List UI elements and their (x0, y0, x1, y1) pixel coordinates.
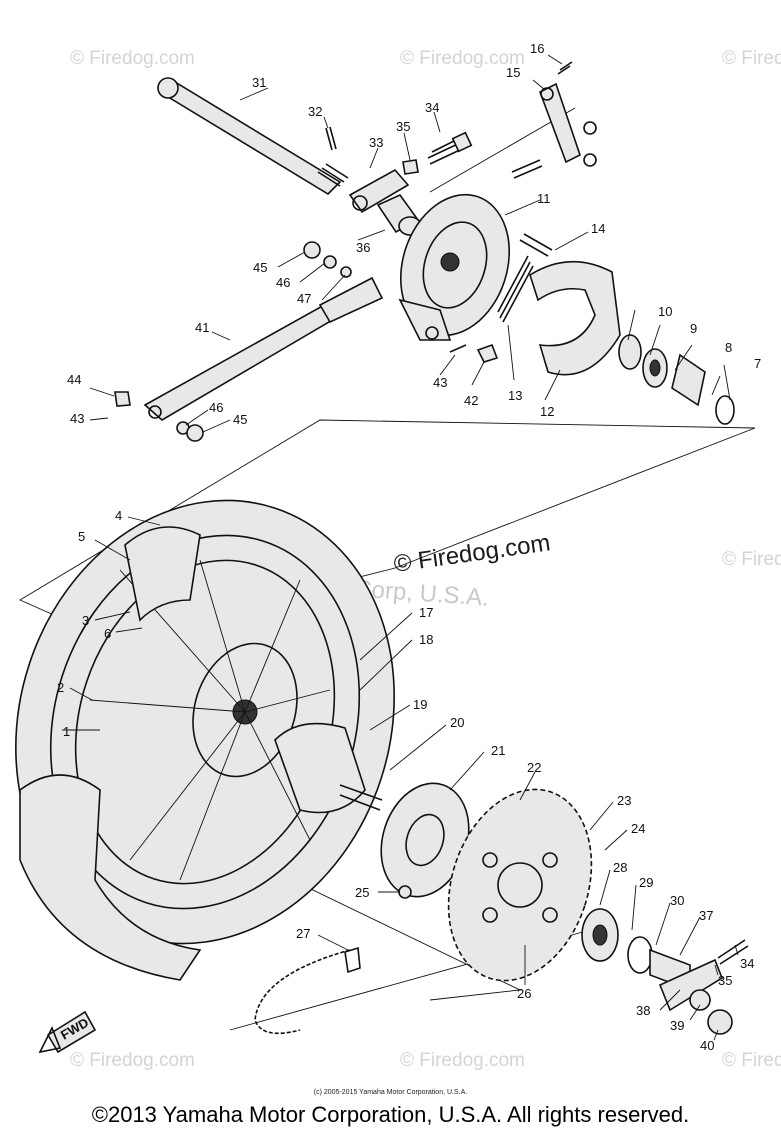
callout-45-bottom: 45 (233, 412, 247, 427)
tension-bar (114, 241, 499, 442)
callout-1: 1 (63, 724, 70, 739)
callout-35-bottom: 35 (718, 973, 732, 988)
copyright-notice: ©2013 Yamaha Motor Corporation, U.S.A. A… (91, 1102, 690, 1127)
callout-13: 13 (508, 388, 522, 403)
callout-22: 22 (527, 760, 541, 775)
callout-46-bottom: 46 (209, 400, 223, 415)
callout-46-top: 46 (276, 275, 290, 290)
callout-38: 38 (636, 1003, 650, 1018)
callout-43-bottom: 43 (70, 411, 84, 426)
callout-27: 27 (296, 926, 310, 941)
wheel-bearings (618, 334, 735, 425)
watermark-text: © Firedog.com (400, 1050, 525, 1071)
callout-leaders (62, 54, 739, 1041)
sprocket-hub (380, 782, 470, 899)
callout-4: 4 (115, 508, 122, 523)
callout-23: 23 (617, 793, 631, 808)
callout-16: 16 (530, 41, 544, 56)
callout-37: 37 (699, 908, 713, 923)
rear-axle (157, 77, 349, 196)
callout-41: 41 (195, 320, 209, 335)
callout-30: 30 (670, 893, 684, 908)
callout-47: 47 (297, 291, 311, 306)
callout-31: 31 (252, 75, 266, 90)
callout-43-top: 43 (433, 375, 447, 390)
callout-20: 20 (450, 715, 464, 730)
callout-35-top: 35 (396, 119, 410, 134)
callout-12: 12 (540, 404, 554, 419)
rear-axle-parts (581, 908, 749, 1035)
brake-cam-and-shoes (497, 233, 621, 376)
watermark-text: © Firedog.com (70, 48, 195, 69)
small-credit: (c) 2005-2015 Yamaha Motor Corporation, … (313, 1089, 468, 1096)
watermark-text: © Firedog.com (722, 549, 781, 570)
callout-29: 29 (639, 875, 653, 890)
callout-9: 9 (690, 321, 697, 336)
callout-44: 44 (67, 372, 81, 387)
watermark-text: © Firedog.com (70, 1050, 195, 1071)
callout-15: 15 (506, 65, 520, 80)
center-watermark-text: © Firedog.com (392, 529, 552, 578)
callout-36: 36 (356, 240, 370, 255)
watermark-text: © Firedog.com (400, 48, 525, 69)
callout-3: 3 (82, 613, 89, 628)
callout-17: 17 (419, 605, 433, 620)
callout-42: 42 (464, 393, 478, 408)
callout-5: 5 (78, 529, 85, 544)
callout-28: 28 (613, 860, 627, 875)
rear-sprocket (447, 788, 593, 982)
callout-26: 26 (517, 986, 531, 1001)
callout-32: 32 (308, 104, 322, 119)
callout-45-top: 45 (253, 260, 267, 275)
callout-34-top: 34 (425, 100, 439, 115)
callout-14: 14 (591, 221, 605, 236)
axle-hardware (325, 126, 473, 214)
callout-19: 19 (413, 697, 427, 712)
callout-34-bottom: 34 (740, 956, 754, 971)
watermark-text: © Firedog.com (722, 1050, 781, 1071)
callout-24: 24 (631, 821, 645, 836)
callout-2: 2 (57, 680, 64, 695)
callout-39: 39 (670, 1018, 684, 1033)
callout-11: 11 (537, 191, 551, 206)
callout-labels: 1 2 3 4 5 6 7 8 9 10 11 12 13 14 15 16 1… (57, 41, 761, 1053)
brake-cam-lever (511, 61, 597, 179)
drive-chain (254, 946, 361, 1035)
hub-damper (274, 722, 383, 814)
callout-18: 18 (419, 632, 433, 647)
callout-21: 21 (491, 743, 505, 758)
callout-33: 33 (369, 135, 383, 150)
watermark-text: © Firedog.com (722, 48, 781, 69)
callout-40: 40 (700, 1038, 714, 1053)
callout-6: 6 (104, 626, 111, 641)
brake-shoe-plate (398, 193, 511, 341)
callout-8: 8 (725, 340, 732, 355)
callout-10: 10 (658, 304, 672, 319)
callout-7: 7 (754, 356, 761, 371)
fwd-direction-arrow: FWD (38, 1010, 97, 1054)
callout-25: 25 (355, 885, 369, 900)
